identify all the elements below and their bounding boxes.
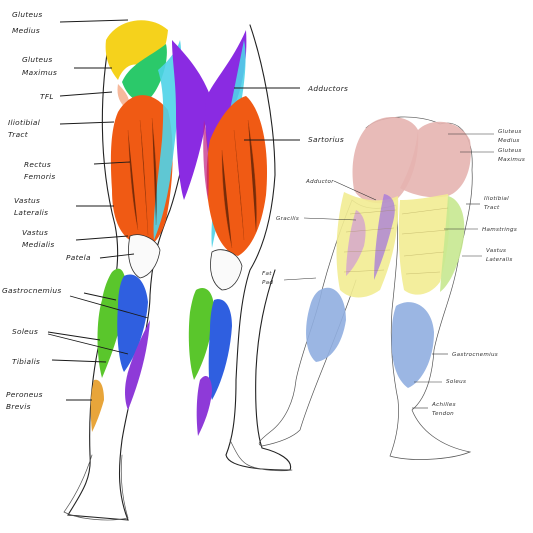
knee-right [210, 249, 243, 291]
svg-text:Gluteus: Gluteus [12, 10, 43, 19]
label-back-achilles-1: Achilles [431, 402, 456, 408]
label-patela: Patela [66, 253, 91, 262]
front-striations [127, 117, 257, 249]
front-left-labels: Gluteus Medius Gluteus Maximus TFL Iliot… [2, 10, 149, 411]
svg-text:Tract: Tract [484, 205, 500, 211]
tibialis-right [208, 299, 232, 400]
label-vastus-medialis-1: Vastus [22, 228, 48, 237]
svg-text:Iliotibial: Iliotibial [8, 118, 41, 127]
adductor-inner-right [203, 120, 209, 200]
svg-text:Fat: Fat [262, 271, 272, 277]
glute-back-right [400, 121, 471, 198]
label-back-gluteus-2: Medius [498, 138, 520, 144]
svg-text:Maximus: Maximus [498, 157, 525, 163]
front-right-labels: Adductors Sartorius [234, 84, 348, 144]
label-peroneus-1: Peroneus [6, 390, 43, 399]
back-striations [343, 207, 449, 275]
label-iliotibial-1: Iliotibial [8, 118, 41, 127]
label-back-vastus-1: Vastus [486, 248, 506, 254]
calf-back-right [391, 302, 434, 388]
glute-back-left [352, 116, 419, 204]
svg-text:Gluteus: Gluteus [22, 55, 53, 64]
svg-text:Maximus: Maximus [22, 68, 57, 77]
quad-right [206, 96, 268, 256]
label-adductors: Adductors [307, 84, 348, 93]
svg-text:Gluteus: Gluteus [498, 148, 522, 154]
knee-left [128, 234, 161, 279]
label-rectus-femoris-1: Rectus [24, 160, 51, 169]
svg-text:Tendon: Tendon [432, 411, 454, 417]
svg-text:Rectus: Rectus [24, 160, 51, 169]
label-back-fatpad-1: Fat [262, 271, 272, 277]
calf-purple-right [196, 376, 212, 436]
label-iliotibial-2: Tract [8, 130, 29, 139]
svg-text:Gluteus: Gluteus [498, 129, 522, 135]
calf-back-left [306, 287, 346, 362]
label-vastus-lateralis-1: Vastus [14, 196, 40, 205]
label-tibialis: Tibialis [12, 357, 40, 366]
svg-text:Lateralis: Lateralis [486, 257, 513, 263]
gracilis-back [346, 210, 366, 276]
label-gluteus-medius-2: Medius [12, 26, 40, 35]
label-peroneus-2: Brevis [6, 402, 31, 411]
svg-text:Brevis: Brevis [6, 402, 31, 411]
svg-text:Medius: Medius [12, 26, 40, 35]
calf-blue-left [117, 274, 148, 372]
svg-text:Tract: Tract [8, 130, 29, 139]
label-back-gluteus-3: Gluteus [498, 148, 522, 154]
label-gluteus-maximus-2: Maximus [22, 68, 57, 77]
sartorius-left [153, 40, 182, 240]
label-back-gluteus-1: Gluteus [498, 129, 522, 135]
label-back-fatpad-2: Pad [262, 280, 273, 286]
ham-back-right [398, 194, 450, 295]
svg-text:Vastus: Vastus [14, 196, 40, 205]
label-back-iliotibial-1: Iliotibial [484, 196, 509, 202]
adductor-left [172, 40, 210, 200]
front-view [63, 20, 293, 521]
label-gluteus-medius-1: Gluteus [12, 10, 43, 19]
svg-text:Vastus: Vastus [486, 248, 506, 254]
label-back-gastrocnemius: Gastrocnemius [452, 352, 498, 358]
foot-left [63, 454, 129, 521]
label-vastus-medialis-2: Medialis [22, 240, 55, 249]
back-view [258, 116, 473, 460]
label-back-soleus: Soleus [446, 379, 466, 385]
svg-text:Vastus: Vastus [22, 228, 48, 237]
svg-text:Iliotibial: Iliotibial [484, 196, 509, 202]
label-tfl: TFL [40, 92, 54, 101]
label-back-gracilis: Gracilis [276, 216, 299, 222]
shin-green-right [188, 288, 214, 380]
svg-text:Pad: Pad [262, 280, 273, 286]
svg-text:Lateralis: Lateralis [14, 208, 48, 217]
label-gastrocnemius: Gastrocnemius [2, 286, 62, 295]
svg-text:Femoris: Femoris [24, 172, 56, 181]
left-thigh-outline [67, 34, 201, 521]
label-sartorius: Sartorius [308, 135, 344, 144]
label-back-iliotibial-2: Tract [484, 205, 500, 211]
label-back-hamstrings: Hamstrings [482, 227, 517, 233]
svg-text:Peroneus: Peroneus [6, 390, 43, 399]
svg-text:Medius: Medius [498, 138, 520, 144]
peroneus-left [90, 379, 104, 432]
svg-text:Achilles: Achilles [431, 402, 456, 408]
vastus-back-right [440, 196, 465, 292]
back-labels: Gluteus Medius Gluteus Maximus Adductor … [262, 129, 525, 417]
label-back-vastus-2: Lateralis [486, 257, 513, 263]
label-gluteus-maximus-1: Gluteus [22, 55, 53, 64]
label-rectus-femoris-2: Femoris [24, 172, 56, 181]
gluteus-maximus-front [122, 44, 167, 102]
label-soleus: Soleus [12, 327, 38, 336]
foot-right [229, 439, 293, 472]
label-back-adductor: Adductor [305, 179, 334, 185]
label-vastus-lateralis-2: Lateralis [14, 208, 48, 217]
label-back-gluteus-4: Maximus [498, 157, 525, 163]
label-back-achilles-2: Tendon [432, 411, 454, 417]
calf-purple-left [125, 320, 150, 410]
adductor-back [374, 194, 395, 280]
svg-text:Medialis: Medialis [22, 240, 55, 249]
